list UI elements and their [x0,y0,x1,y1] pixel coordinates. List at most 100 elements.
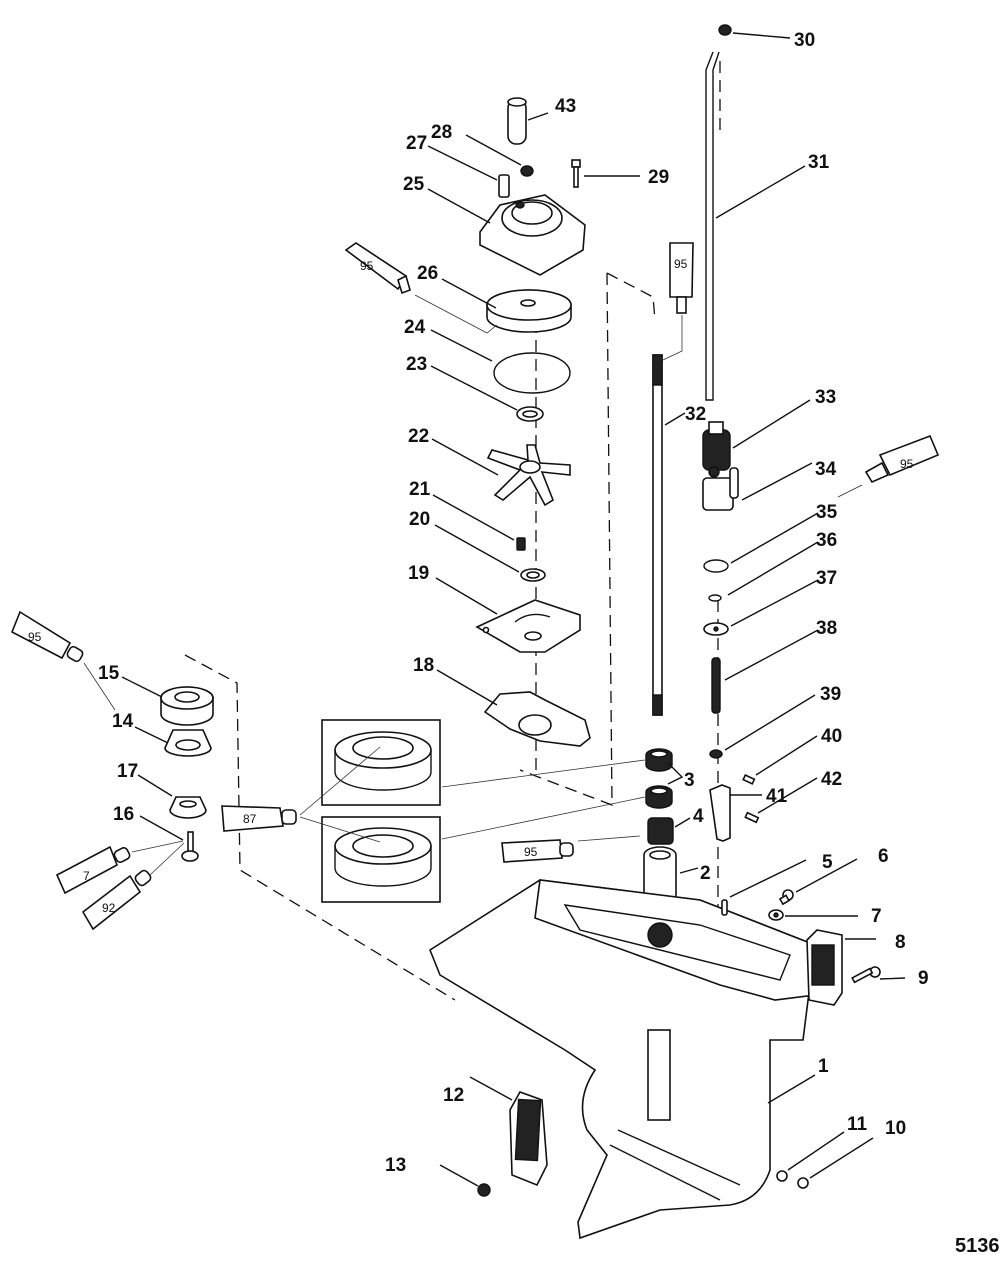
label-41: 41 [766,786,788,807]
svg-text:95: 95 [674,257,688,271]
part-27-fitting [498,174,510,198]
guide-line-pinion [184,654,456,1001]
label-14: 14 [112,711,134,732]
part-42-pin [744,811,760,824]
part-38-spring [711,657,721,714]
svg-text:95: 95 [28,630,42,644]
part-8-water-inlet-screen [806,929,843,1006]
label-2: 2 [700,863,711,884]
part-43-sleeve [507,97,527,145]
lubricant-tube-95-lower-center: 95 [501,839,574,863]
part-25-pump-housing [479,194,586,276]
label-42: 42 [821,769,842,790]
label-5: 5 [822,852,833,873]
part-17-pinion-gear [169,796,207,819]
lubricant-tube-95-right: 95 [864,434,940,484]
label-32: 32 [685,404,706,425]
label-36: 36 [816,530,837,551]
label-31: 31 [808,152,830,173]
label-34: 34 [815,459,837,480]
part-15-bearing-cup [160,686,214,726]
label-6: 6 [878,846,889,867]
part-20-washer [520,568,546,582]
label-17: 17 [117,761,138,782]
part-33-shift-shaft-bushing [702,421,731,471]
part-26-face-plate-insert [486,289,572,333]
label-23: 23 [406,354,427,375]
part-39-ball [709,749,723,759]
label-22: 22 [408,426,429,447]
label-21: 21 [409,479,431,500]
label-40: 40 [821,726,842,747]
lubricant-tube-95-upper-left: 95 [344,242,411,295]
label-24: 24 [404,317,426,338]
label-29: 29 [648,167,669,188]
label-12: 12 [443,1085,464,1106]
label-16: 16 [113,804,134,825]
part-11-washer [776,1170,788,1182]
part-19-face-plate [475,599,581,653]
label-8: 8 [895,932,906,953]
part-7-washer [768,909,784,921]
label-4: 4 [693,806,704,827]
part-28-nut [520,165,534,177]
part-16-nut [181,831,199,862]
lubricant-tube-87: 95 [10,610,84,663]
label-35: 35 [816,502,838,523]
svg-text:87: 87 [243,812,257,826]
part-35-o-ring [703,559,729,573]
part-41-shift-coupler [709,784,731,842]
part-36-o-ring [708,594,722,602]
part-29-bolt [571,159,581,188]
label-28: 28 [431,122,452,143]
figure-number: 5136 [955,1235,1000,1257]
label-18: 18 [413,655,434,676]
label-11: 11 [847,1114,868,1135]
part-3-seal-lower [645,785,673,809]
part-21-key [516,537,526,551]
lubricant-tube-95-center-left: 87 [221,805,297,832]
part-12-water-inlet-screen [509,1091,548,1187]
label-33: 33 [815,387,836,408]
lubricant-tube-7: 7 [55,845,131,895]
guide-line-driveshaft [606,272,656,321]
svg-text:95: 95 [360,259,374,273]
part-40-pin [742,774,756,785]
inset-seal-detail-lower [321,816,441,903]
part-1-gear-housing [429,879,816,1240]
part-22-impeller [486,444,571,507]
part-14-tapered-bearing [164,729,212,757]
part-34-shift-cam [702,466,739,511]
svg-text:92: 92 [102,901,116,915]
label-10: 10 [885,1118,906,1139]
part-6-screw [778,889,794,906]
part-13-nut [477,1183,491,1197]
label-9: 9 [918,968,929,989]
label-20: 20 [409,509,430,530]
label-38: 38 [816,618,837,639]
label-30: 30 [794,30,815,51]
label-37: 37 [816,568,837,589]
label-1: 1 [818,1056,829,1077]
part-31-shift-rod [705,51,720,401]
guide-line-pump-left [519,272,613,806]
svg-text:95: 95 [524,845,538,859]
lubricant-tube-95-top-center: 95 [669,242,694,314]
part-24-o-ring [493,352,571,394]
label-3: 3 [684,770,695,791]
lubricant-tube-92: 92 [81,869,152,931]
label-15: 15 [98,663,120,684]
part-4-bearing [647,817,674,845]
part-23-washer [516,406,544,422]
label-25: 25 [403,174,425,195]
part-32-driveshaft [652,354,663,716]
label-26: 26 [417,263,438,284]
part-18-gasket [483,691,591,747]
part-30-cap [718,24,732,36]
label-13: 13 [385,1155,406,1176]
part-9-screw [851,966,881,984]
label-43: 43 [555,96,576,117]
svg-text:7: 7 [83,869,90,883]
svg-text:95: 95 [900,457,914,471]
